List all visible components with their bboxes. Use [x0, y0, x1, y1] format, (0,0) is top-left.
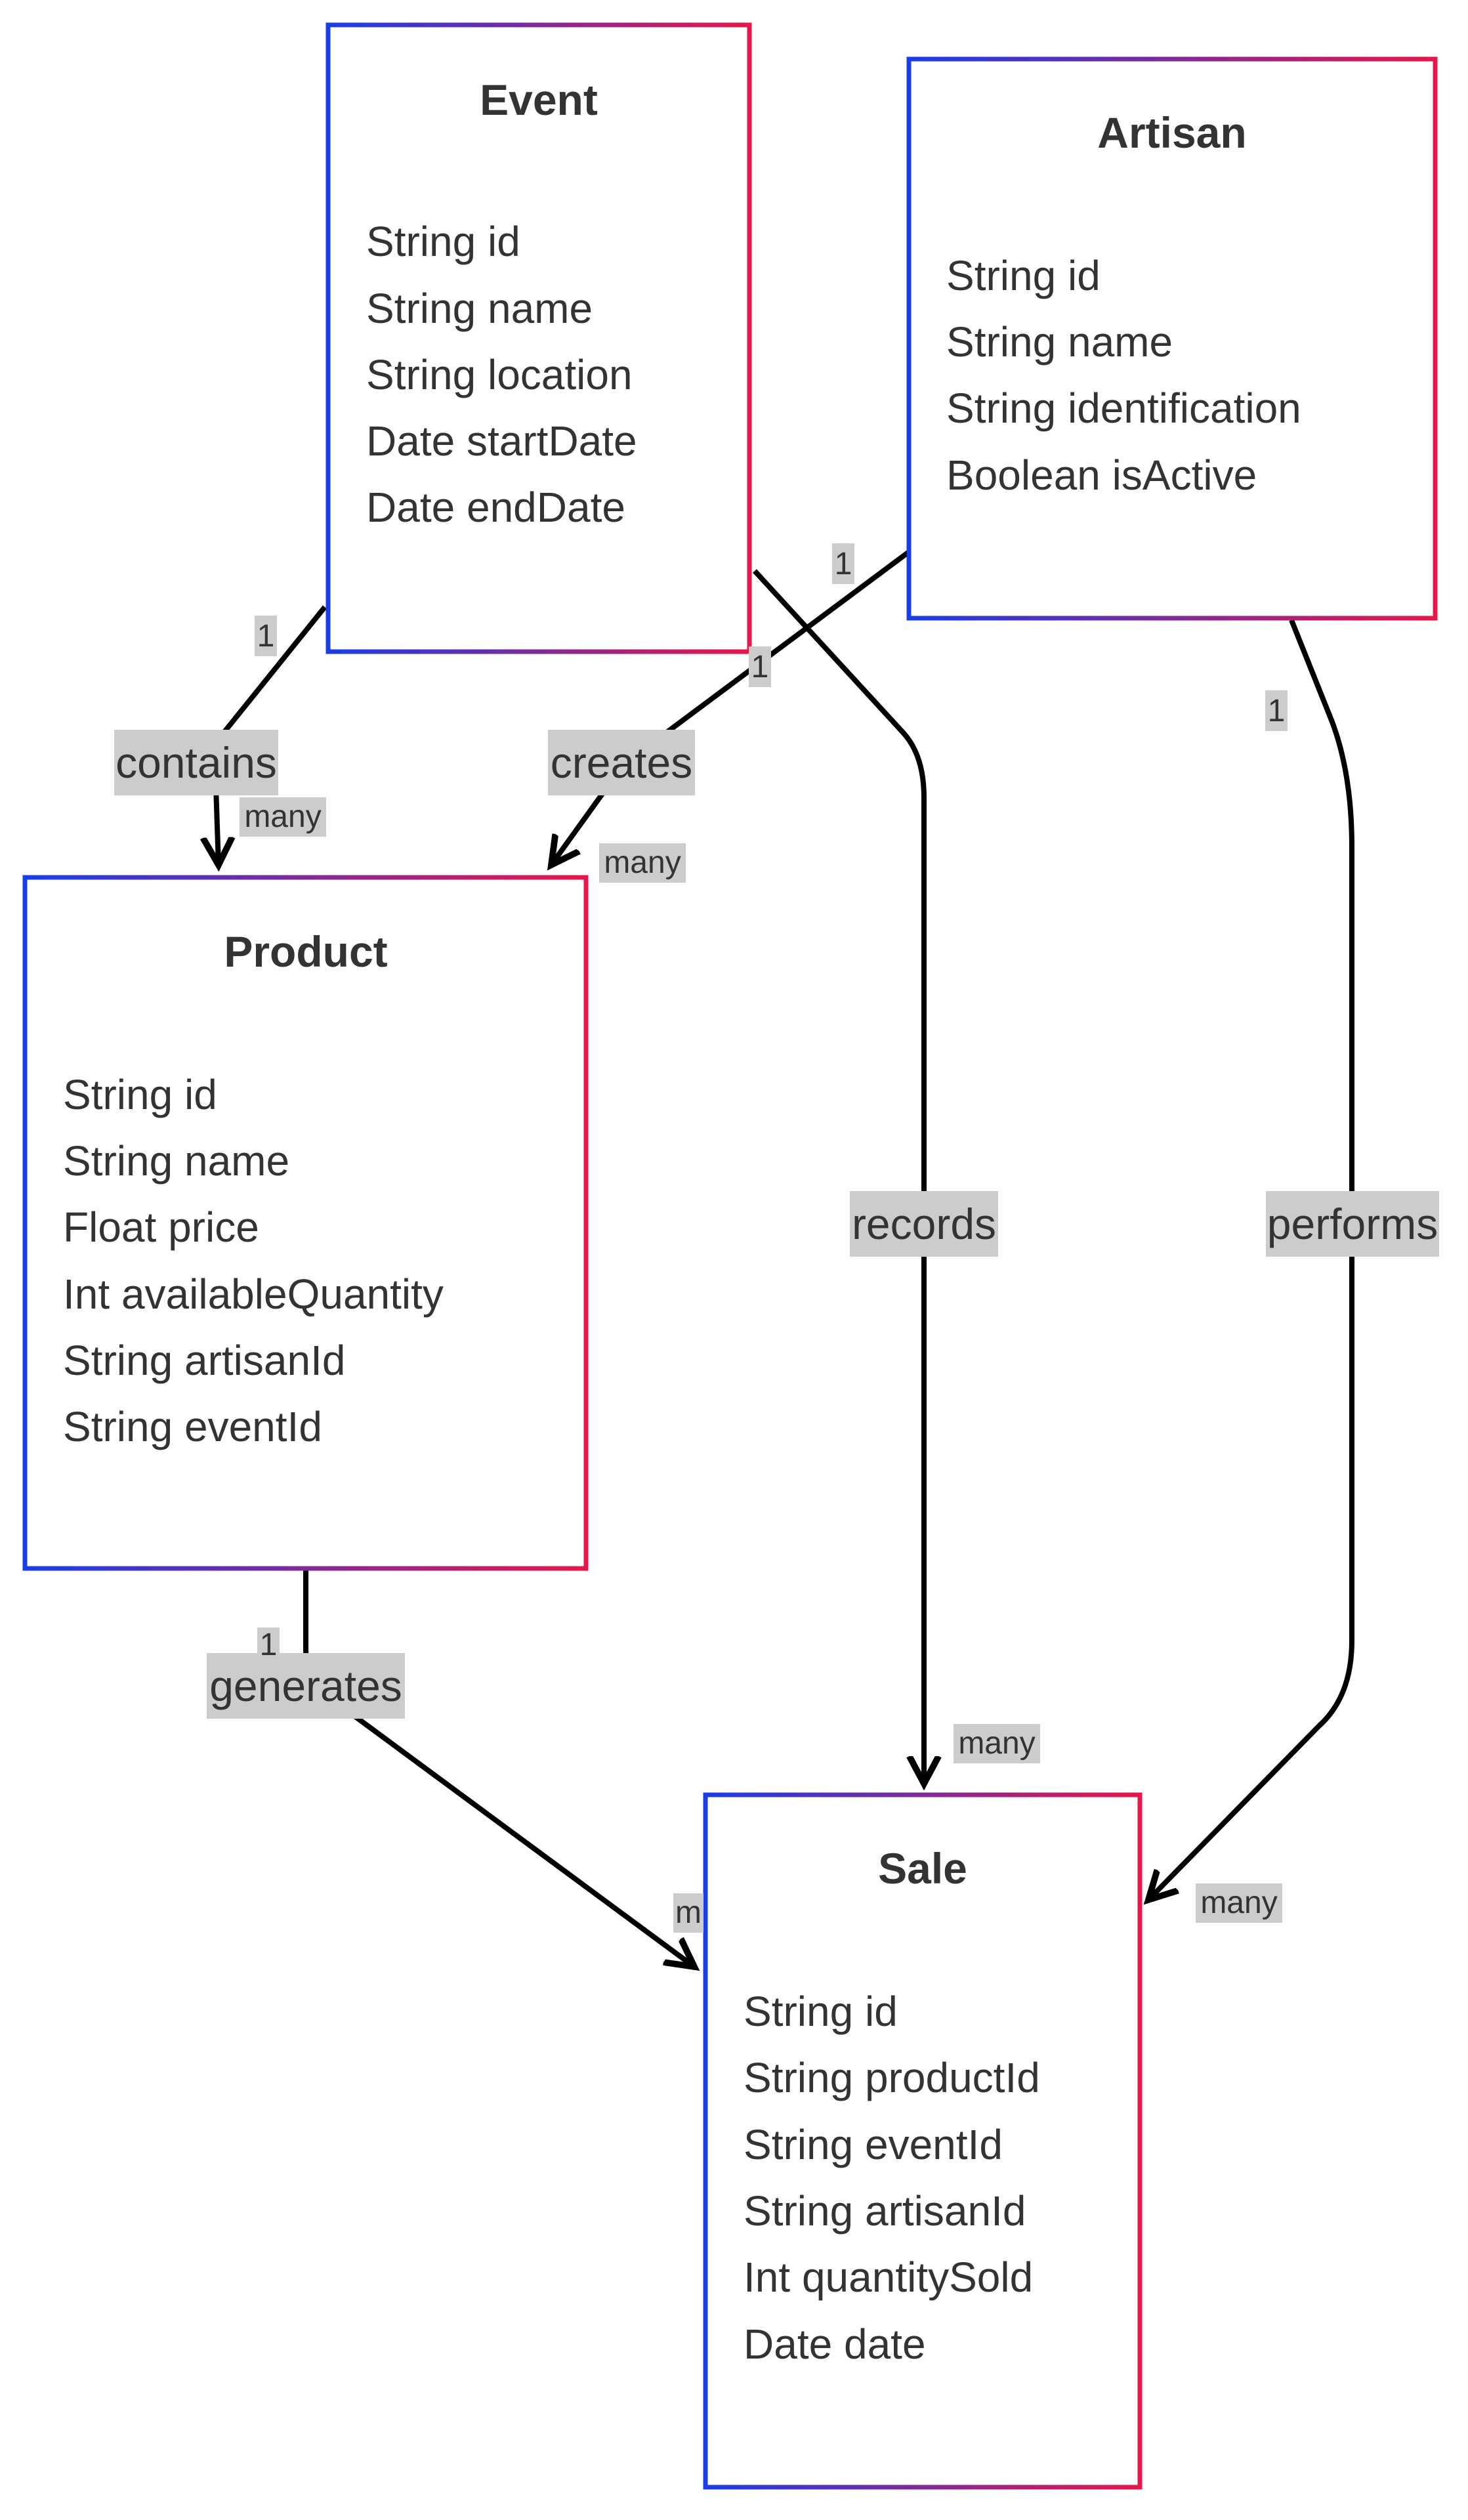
class-event-title: Event	[480, 75, 598, 124]
svg-text:1: 1	[260, 1628, 278, 1662]
class-event-attr: String name	[366, 285, 593, 332]
label-performs-text: performs	[1267, 1200, 1438, 1248]
class-artisan-attr: String identification	[946, 385, 1301, 432]
label-generates-text: generates	[209, 1662, 402, 1710]
class-sale-attr: String id	[744, 1988, 898, 2035]
label-records: records	[850, 1191, 998, 1257]
class-event-attr: String id	[366, 218, 520, 265]
label-creates-text: creates	[551, 738, 692, 787]
class-event[interactable]: Event String id String name String locat…	[325, 22, 752, 654]
class-sale-attr: Int quantitySold	[744, 2254, 1033, 2301]
card-generates-from: 1	[257, 1628, 280, 1662]
svg-text:1: 1	[835, 547, 852, 581]
class-product-attr: String name	[63, 1137, 289, 1185]
class-product-attr: Int availableQuantity	[63, 1270, 444, 1318]
class-product-attr: String artisanId	[63, 1337, 345, 1384]
card-generates-to: m	[673, 1893, 703, 1933]
edge-records	[753, 569, 924, 1784]
class-sale[interactable]: Sale String id String productId String e…	[703, 1792, 1143, 2490]
class-sale-attr: String productId	[744, 2054, 1040, 2101]
card-performs-from: 1	[1265, 690, 1288, 731]
class-sale-attr: String eventId	[744, 2121, 1003, 2168]
card-creates-from: 1	[832, 543, 854, 584]
class-product-attr: String eventId	[63, 1403, 322, 1450]
card-creates-extra: 1	[749, 646, 771, 687]
label-records-text: records	[852, 1200, 996, 1248]
svg-text:m: m	[675, 1895, 702, 1930]
class-event-attr: Date endDate	[366, 484, 625, 531]
class-sale-title: Sale	[878, 1844, 967, 1893]
svg-text:1: 1	[1268, 694, 1286, 728]
svg-text:many: many	[244, 799, 321, 834]
class-product-title: Product	[224, 927, 387, 976]
label-performs: performs	[1266, 1191, 1439, 1257]
class-artisan-attr: String id	[946, 252, 1101, 299]
svg-text:1: 1	[751, 650, 769, 684]
card-records-to: many	[954, 1724, 1040, 1763]
class-sale-attr: String artisanId	[744, 2187, 1026, 2235]
class-artisan[interactable]: Artisan String id String name String ide…	[906, 56, 1438, 621]
label-contains: contains	[114, 730, 278, 795]
edge-generates	[303, 1570, 694, 1967]
card-performs-to: many	[1196, 1883, 1282, 1923]
class-sale-attr: Date date	[744, 2320, 926, 2368]
label-generates: generates	[207, 1653, 405, 1719]
svg-text:many: many	[1200, 1885, 1277, 1920]
class-artisan-attr: String name	[946, 318, 1173, 366]
label-creates: creates	[548, 730, 695, 795]
class-product-attr: String id	[63, 1071, 217, 1118]
class-product[interactable]: Product String id String name Float pric…	[22, 875, 589, 1571]
class-event-attr: String location	[366, 351, 633, 398]
svg-text:many: many	[604, 845, 681, 880]
card-contains-from: 1	[255, 616, 277, 656]
class-product-attr: Float price	[63, 1204, 259, 1251]
svg-text:1: 1	[257, 619, 275, 654]
svg-text:many: many	[958, 1726, 1035, 1761]
class-artisan-title: Artisan	[1097, 108, 1246, 157]
card-contains-to: many	[240, 797, 326, 837]
class-event-attr: Date startDate	[366, 417, 637, 465]
edge-performs	[1148, 619, 1354, 1900]
card-creates-to: many	[599, 843, 686, 883]
label-contains-text: contains	[115, 738, 277, 787]
class-artisan-attr: Boolean isActive	[946, 452, 1257, 499]
